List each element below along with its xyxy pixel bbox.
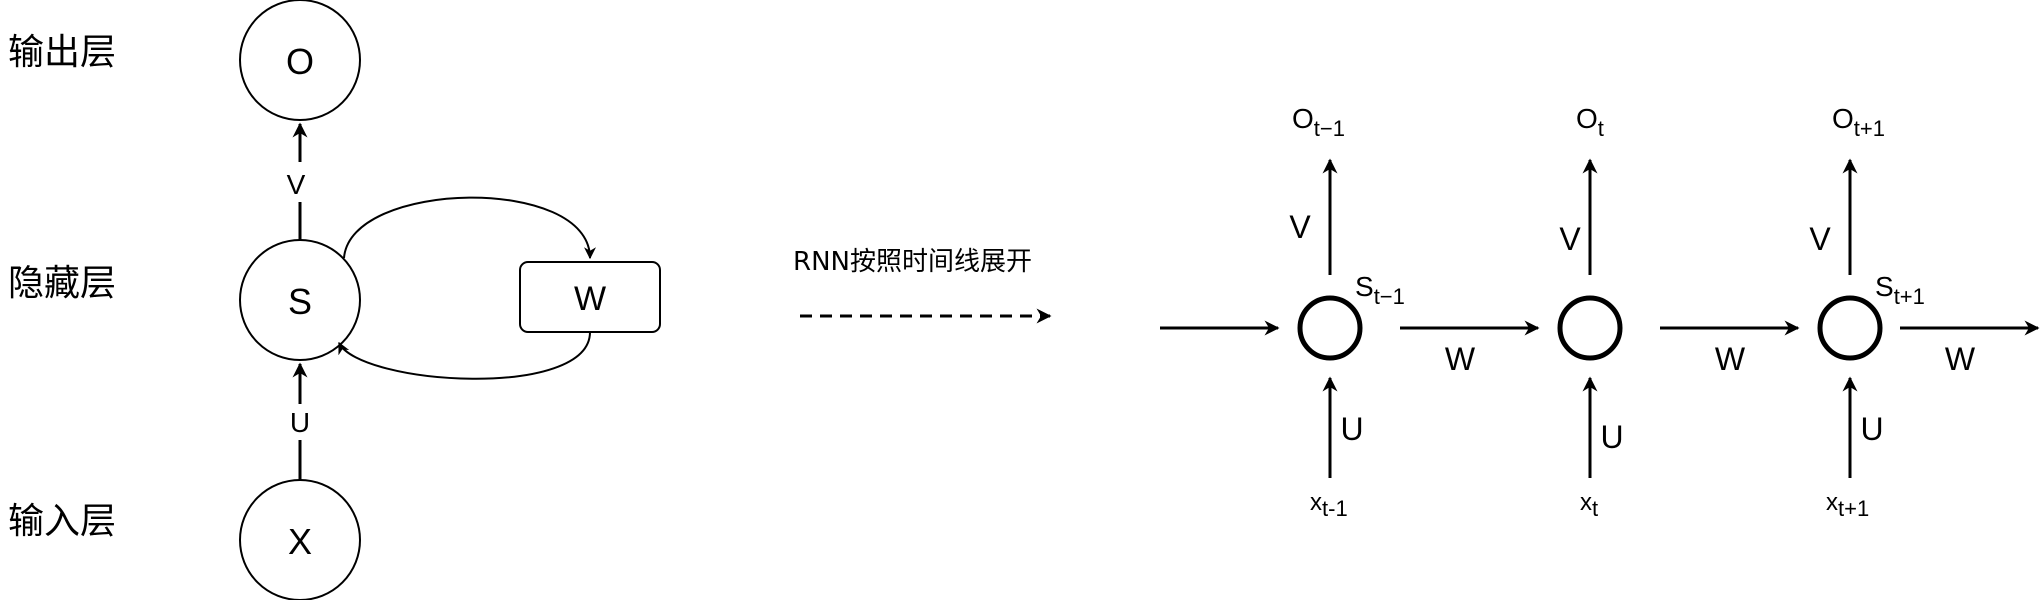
unfold-caption: RNN按照时间线展开 — [793, 247, 1032, 277]
hidden-layer-label: 隐藏层 — [8, 263, 116, 304]
v-edge-label: V — [287, 169, 306, 200]
state-node — [1817, 295, 1883, 361]
output-node — [239, 0, 361, 121]
v-label: V — [1289, 209, 1311, 245]
time-step-prev: V U Ot−1 St−1 xt-1 — [1289, 103, 1405, 521]
input-node-label: X — [288, 521, 312, 562]
folded-rnn: O S X V U W — [239, 0, 661, 600]
weight-box-label: W — [574, 280, 606, 318]
state-node — [1297, 295, 1363, 361]
u-label: U — [1600, 419, 1623, 455]
w-label-step3: W — [1945, 341, 1976, 377]
u-label: U — [1340, 411, 1363, 447]
output-layer-label: 输出层 — [8, 32, 116, 73]
state-node — [1557, 295, 1623, 361]
output-node-label: O — [286, 41, 314, 82]
input-label: xt+1 — [1826, 489, 1869, 521]
time-step-next: V U Ot+1 St+1 xt+1 — [1809, 103, 1925, 521]
unrolled-rnn: W W W V U Ot−1 St−1 xt-1 V U Ot xt — [1160, 103, 2040, 521]
input-label: xt-1 — [1310, 489, 1348, 521]
recurrent-edge-out — [343, 196, 596, 260]
input-layer-label: 输入层 — [8, 501, 116, 542]
state-label: St+1 — [1875, 271, 1925, 309]
w-label-step1: W — [1445, 341, 1476, 377]
output-label: Ot+1 — [1832, 103, 1885, 141]
v-label: V — [1559, 221, 1581, 257]
u-edge-label: U — [290, 407, 310, 438]
w-label-step2: W — [1715, 341, 1746, 377]
v-label: V — [1809, 221, 1831, 257]
recurrent-edge-in — [338, 331, 591, 380]
state-label: St−1 — [1355, 271, 1405, 309]
output-label: Ot−1 — [1292, 103, 1345, 141]
output-label: Ot — [1576, 103, 1604, 141]
u-label: U — [1860, 411, 1883, 447]
input-label: xt — [1580, 489, 1598, 521]
hidden-node-label: S — [288, 281, 312, 322]
time-step-current: V U Ot xt — [1557, 103, 1624, 521]
